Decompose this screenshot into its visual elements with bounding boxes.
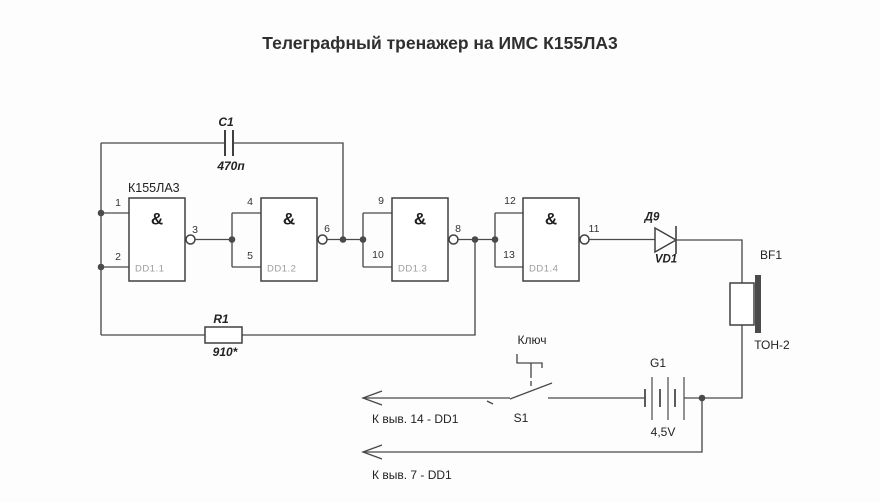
resistor-value-label: 910* xyxy=(212,345,238,359)
speaker-bf1-symbol xyxy=(729,275,761,333)
capacitor-c1-symbol xyxy=(224,130,234,156)
pin-4-label: 4 xyxy=(247,195,253,208)
note-to-pin7-label: К выв. 7 - DD1 xyxy=(372,468,452,482)
battery-value-label: 4,5V xyxy=(650,425,676,439)
pin-10-label: 10 xyxy=(372,248,384,261)
gate1-and-symbol: & xyxy=(150,209,164,229)
battery-ref-label: G1 xyxy=(649,356,667,370)
inversion-bubble xyxy=(448,234,459,245)
inversion-bubble xyxy=(185,234,196,245)
arrow-to-pin14-icon xyxy=(361,390,383,406)
gate4-ref-label: DD1.4 xyxy=(529,263,559,275)
pin-6-label: 6 xyxy=(324,222,330,235)
pin-9-label: 9 xyxy=(378,194,384,207)
gate2-and-symbol: & xyxy=(282,209,296,229)
pin-8-label: 8 xyxy=(455,222,461,235)
pin-11-label: 11 xyxy=(588,222,600,235)
speaker-type-label: ТОН-2 xyxy=(754,338,790,352)
gate3-ref-label: DD1.3 xyxy=(398,263,428,275)
nand-gate-dd1-2 xyxy=(260,197,328,282)
speaker-ref-label: BF1 xyxy=(759,248,783,262)
switch-ref-label: S1 xyxy=(513,411,529,425)
capacitor-value-label: 470п xyxy=(217,159,245,173)
pin-12-label: 12 xyxy=(504,194,516,207)
pin-3-label: 3 xyxy=(192,223,198,236)
junction-dots xyxy=(97,209,706,402)
resistor-r1-symbol xyxy=(204,326,243,344)
gate1-ref-label: DD1.1 xyxy=(135,263,165,275)
diode-vd1-symbol xyxy=(654,226,678,254)
key-caption-label: Ключ xyxy=(517,333,547,347)
pin-1-label: 1 xyxy=(115,196,121,209)
arrow-to-pin7-icon xyxy=(361,444,383,460)
inversion-bubble xyxy=(317,234,328,245)
pin-13-label: 13 xyxy=(503,248,515,261)
nand-gate-dd1-1 xyxy=(128,197,196,282)
pin-5-label: 5 xyxy=(247,249,253,262)
nand-gate-dd1-4 xyxy=(522,197,590,282)
gate2-ref-label: DD1.2 xyxy=(267,263,297,275)
page-title: Телеграфный тренажер на ИМС К155ЛА3 xyxy=(262,33,618,53)
switch-s1-symbol xyxy=(486,382,553,405)
pin-2-label: 2 xyxy=(115,250,121,263)
diode-type-label: Д9 xyxy=(644,211,660,224)
nand-gate-dd1-3 xyxy=(391,197,459,282)
gate3-and-symbol: & xyxy=(413,209,427,229)
telegraph-key-icon xyxy=(516,354,543,386)
resistor-ref-label: R1 xyxy=(213,312,229,326)
ic-type-label: К155ЛА3 xyxy=(128,180,180,195)
capacitor-ref-label: C1 xyxy=(218,115,234,129)
inversion-bubble xyxy=(579,234,590,245)
note-to-pin14-label: К выв. 14 - DD1 xyxy=(372,412,459,426)
diode-ref-label: VD1 xyxy=(654,253,678,266)
battery-g1-symbol xyxy=(644,377,685,420)
gate4-and-symbol: & xyxy=(544,209,558,229)
